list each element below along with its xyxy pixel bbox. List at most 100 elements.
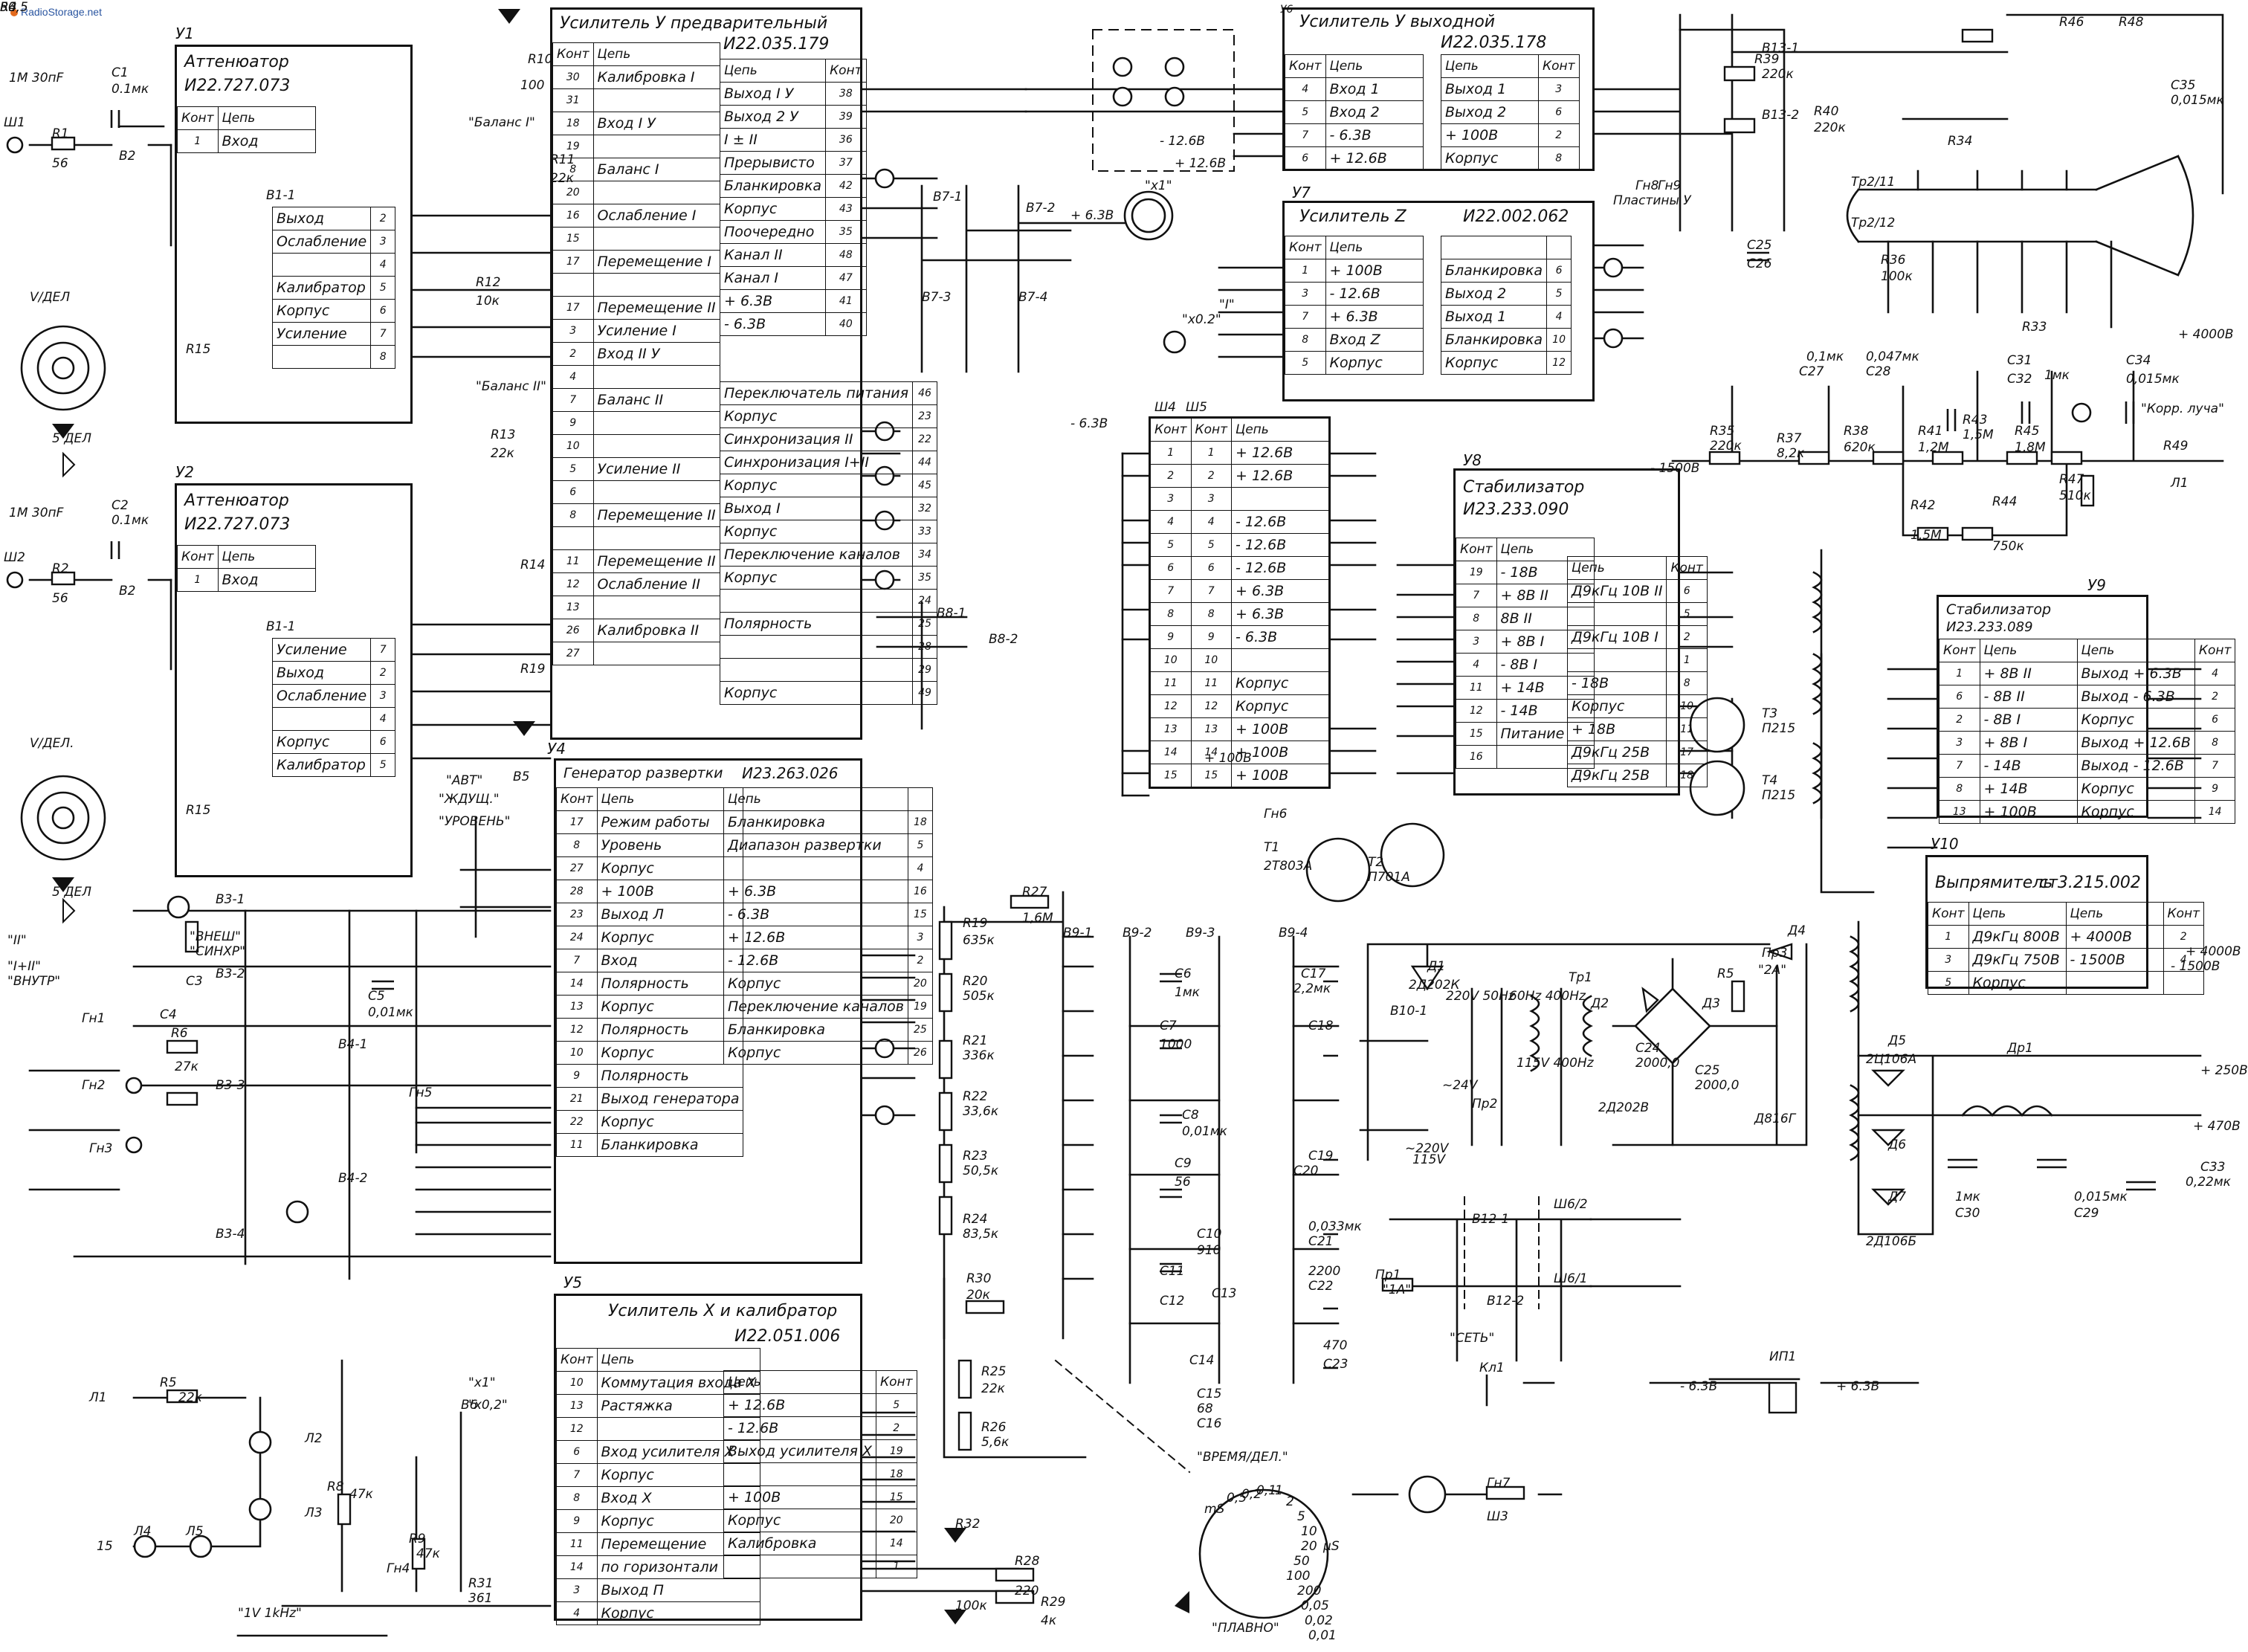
w45-pin-cell: 5 bbox=[1190, 533, 1232, 557]
attenuator-ui-label: R15 bbox=[186, 342, 211, 357]
w45-net-cell: Корпус bbox=[1231, 694, 1330, 718]
u5-left-pin-cell: 11 bbox=[556, 1532, 598, 1556]
u4-right-pin-cell: 2 bbox=[907, 949, 933, 972]
u10-header-cell: Цепь bbox=[1968, 902, 2067, 926]
timebase-label: 100 bbox=[1286, 1569, 1311, 1584]
w45-pin-cell: 1 bbox=[1149, 441, 1192, 465]
u5-left-pin-cell: 8 bbox=[556, 1486, 598, 1510]
u8-right-pin-cell: 6 bbox=[1666, 579, 1708, 603]
u6-right-net-cell: Выход 1 bbox=[1441, 77, 1539, 101]
caps-label: 0,22мк bbox=[2186, 1175, 2231, 1190]
u4-left-net-cell: Полярность bbox=[596, 1018, 744, 1042]
u4-right-pin-cell: 4 bbox=[907, 856, 933, 880]
u3-left-net-cell bbox=[592, 596, 720, 619]
u5-right-net-cell: + 12.6В bbox=[723, 1393, 876, 1417]
switches-label: В4-1 bbox=[338, 1037, 368, 1052]
u6-right-pin-cell: 2 bbox=[1538, 123, 1580, 147]
u3-right2-pin-cell: 33 bbox=[912, 520, 938, 543]
misc-label: Гн2 bbox=[82, 1078, 106, 1093]
u3-right2-pin-cell: 46 bbox=[912, 381, 938, 405]
u3-right2-net-cell bbox=[719, 658, 914, 682]
u3-left-pin-cell: 7 bbox=[552, 388, 594, 412]
u3-right-pin-cell: 37 bbox=[825, 151, 867, 175]
power-label: 60Hz 400Hz bbox=[1509, 989, 1586, 1004]
u9-title: Стабилизатор bbox=[1946, 601, 2052, 618]
power-label: Т1 bbox=[1264, 840, 1280, 855]
u9-header-cell: Конт bbox=[1939, 639, 1980, 662]
w45-pin-cell: 6 bbox=[1149, 556, 1192, 580]
u9-pin-cell: 6 bbox=[2194, 708, 2236, 732]
u9-pin-cell: 4 bbox=[2194, 662, 2236, 685]
w45-pin-cell: 13 bbox=[1190, 717, 1232, 741]
switches-label: В3-3 bbox=[216, 1078, 245, 1093]
u7-right-pin-cell: 5 bbox=[1546, 282, 1572, 306]
u4-right-pin-row: 4 bbox=[723, 856, 933, 880]
u4-left-net-cell: Полярность bbox=[596, 1064, 744, 1088]
power-label: 220V 50Hz bbox=[1446, 989, 1515, 1004]
controls-label: В5 bbox=[513, 769, 530, 784]
caps-label: C26 bbox=[1747, 256, 1772, 271]
u3-right-pin-cell: 38 bbox=[825, 82, 867, 106]
u1-switch-label: В1-1 bbox=[266, 188, 296, 203]
power-label: Д3 bbox=[1702, 996, 1721, 1011]
u3-left-pin-row: 4 bbox=[552, 365, 720, 389]
focus-label: R41 bbox=[1918, 424, 1943, 439]
sweep-label: R27 bbox=[1022, 885, 1047, 900]
u3-left-net-cell: Калибровка I bbox=[592, 65, 720, 89]
crt-label: Л1 bbox=[2171, 476, 2189, 491]
focus-label: 1,8М bbox=[2015, 440, 2046, 455]
timebase-label: 200 bbox=[1297, 1584, 1322, 1598]
caps-label: C23 bbox=[1323, 1357, 1349, 1372]
u3-left-net-cell: Вход I У bbox=[592, 112, 720, 135]
preamp-u3-block: Усилитель У предварительный И22.035.179 … bbox=[550, 7, 938, 740]
power-label: Ш6/1 bbox=[1554, 1271, 1588, 1286]
inputs-label: R1 bbox=[52, 126, 69, 141]
controls-label: R12 bbox=[476, 275, 501, 290]
u10-pin-cell: 2 bbox=[2163, 925, 2204, 949]
rails-label: + 4000В bbox=[2178, 327, 2234, 342]
focus-label: 1,5М bbox=[1963, 427, 1994, 442]
u6-right-net-cell: Корпус bbox=[1441, 146, 1539, 170]
u3-right-net-cell: - 6.3В bbox=[719, 312, 827, 336]
u3-right-pin-cell: 47 bbox=[825, 266, 867, 290]
u1-sw-net: Корпус bbox=[271, 299, 372, 323]
controls-label: R10 bbox=[528, 52, 553, 67]
u8-right-net-cell: + 18В bbox=[1566, 717, 1667, 741]
sweep-label: 83,5к bbox=[963, 1227, 999, 1242]
controls-label: 10к bbox=[476, 294, 500, 309]
sweep-label: R23 bbox=[963, 1149, 988, 1164]
u10-pin-cell: 5 bbox=[1928, 971, 1969, 995]
w45-header-cell: Цепь bbox=[1231, 417, 1330, 442]
u9-pin-cell: 7 bbox=[2194, 754, 2236, 778]
rails-label: - 6.3В bbox=[1070, 416, 1108, 431]
misc-label: "ВНУТР" bbox=[7, 974, 61, 989]
u2-switch-label: В1-1 bbox=[266, 619, 296, 634]
attenuator-ui-label: V/ДЕЛ bbox=[30, 290, 71, 305]
u7-left-net-cell: Корпус bbox=[1325, 351, 1424, 375]
caps-label: C20 bbox=[1293, 1164, 1319, 1178]
w45-pin-cell: 14 bbox=[1149, 741, 1192, 764]
timebase-label: 50 bbox=[1293, 1554, 1310, 1569]
u3-right2-pin-cell: 29 bbox=[912, 658, 938, 682]
u10-header-cell: Конт bbox=[1928, 902, 1969, 926]
u3-left-net-cell: Баланс I bbox=[592, 158, 720, 181]
u3-right2-pin-cell: 34 bbox=[912, 543, 938, 567]
u5-code: И22.051.006 bbox=[734, 1327, 841, 1346]
u1-sw-pin: 5 bbox=[370, 276, 396, 300]
